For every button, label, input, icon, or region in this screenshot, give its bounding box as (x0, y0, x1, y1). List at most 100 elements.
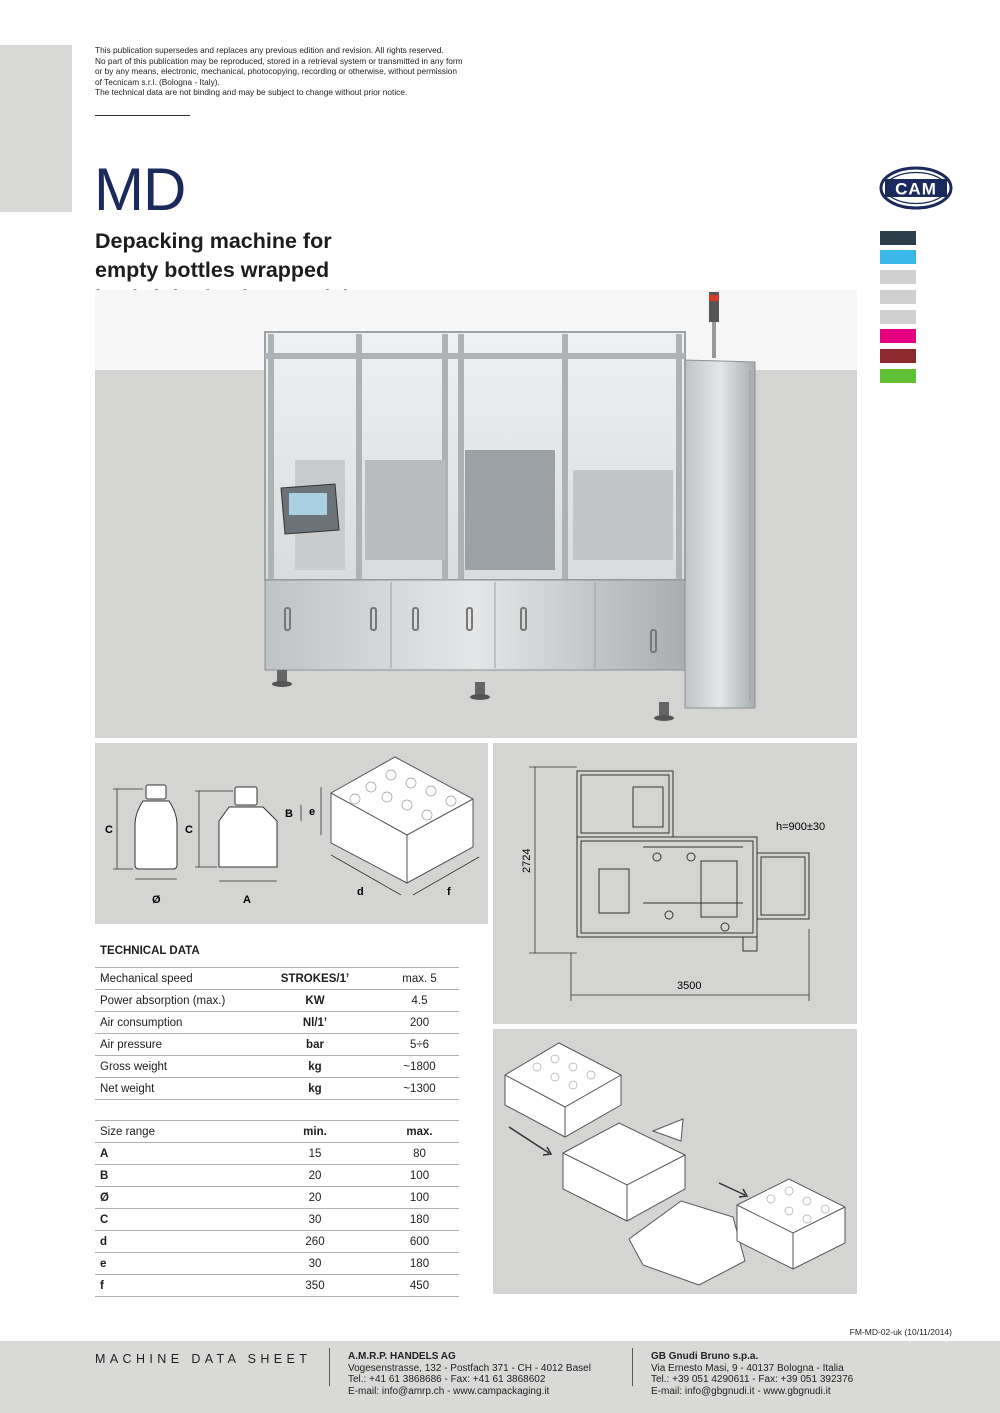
size-max: 180 (380, 1252, 459, 1275)
disclaimer-line: or by any means, electronic, mechanical,… (95, 66, 458, 77)
size-range-label: Size range (95, 1120, 250, 1143)
spec-value: max. 5 (380, 967, 459, 990)
dim-label: Ø (152, 894, 161, 906)
spec-value: 200 (380, 1011, 459, 1034)
size-max: 180 (380, 1208, 459, 1231)
spec-unit: kg (250, 1055, 380, 1078)
subtitle-line: Depacking machine for (95, 229, 332, 253)
size-label: B (95, 1164, 250, 1187)
model-title: MD (94, 156, 186, 223)
company-name: GB Gnudi Bruno s.p.a. (651, 1351, 759, 1362)
divider (95, 115, 190, 116)
subtitle-line: empty bottles wrapped (95, 257, 330, 282)
side-tab (0, 45, 72, 212)
footer (0, 1341, 1000, 1413)
opening-pack-icon (562, 1118, 686, 1222)
spec-value: ~1800 (380, 1055, 459, 1078)
size-min: 30 (250, 1252, 380, 1275)
spec-label: Air consumption (95, 1011, 250, 1034)
max-header: max. (380, 1120, 459, 1143)
color-swatch (880, 329, 916, 343)
size-max: 100 (380, 1164, 459, 1187)
dim-label: C (105, 824, 113, 836)
layout-outline (576, 770, 810, 952)
size-min: 15 (250, 1142, 380, 1165)
dim-label: B (285, 808, 293, 820)
color-swatch (880, 290, 916, 304)
disclaimer-line: The technical data are not binding and m… (95, 87, 408, 98)
color-swatch (880, 270, 916, 284)
spec-value: 5÷6 (380, 1033, 459, 1056)
shrink-pack-icon (330, 756, 474, 884)
color-swatch (880, 349, 916, 363)
address-line: Via Ernesto Masi, 9 - 40137 Bologna - It… (651, 1362, 844, 1374)
spec-unit: STROKES/1’ (250, 967, 380, 990)
round-bottle-icon (134, 784, 178, 870)
spec-value: 4.5 (380, 989, 459, 1012)
color-swatch (880, 369, 916, 383)
spec-label: Power absorption (max.) (95, 989, 250, 1012)
spec-label: Air pressure (95, 1033, 250, 1056)
company-name: A.M.R.P. HANDELS AG (348, 1351, 456, 1362)
footer-label: MACHINE DATA SHEET (95, 1352, 312, 1366)
size-max: 100 (380, 1186, 459, 1209)
footer-divider (632, 1348, 633, 1386)
size-label: A (95, 1142, 250, 1165)
disclaimer-line: No part of this publication may be repro… (95, 55, 463, 66)
size-label: f (95, 1274, 250, 1297)
size-label: d (95, 1230, 250, 1253)
layout-panel (493, 743, 857, 1024)
technical-data-title: TECHNICAL DATA (100, 945, 200, 957)
depacking-process-diagram (504, 1042, 846, 1286)
phone-line: Tel.: +39 051 4290611 - Fax: +39 051 392… (651, 1374, 854, 1386)
dim-label: d (357, 886, 364, 898)
min-header: min. (250, 1120, 380, 1143)
footer-divider (329, 1348, 330, 1386)
width-dimension: 3500 (677, 980, 701, 992)
size-label: Ø (95, 1186, 250, 1209)
spec-label: Net weight (95, 1077, 250, 1100)
disclaimer-line: This publication supersedes and replaces… (95, 45, 444, 55)
spec-unit: bar (250, 1033, 380, 1056)
disclaimer: This publication supersedes and replaces… (95, 45, 475, 98)
size-min: 30 (250, 1208, 380, 1231)
address-line: Vogesenstrasse, 132 - Postfach 371 - CH … (348, 1362, 591, 1374)
color-swatch (880, 310, 916, 324)
size-min: 350 (250, 1274, 380, 1297)
company-address: GB Gnudi Bruno s.p.a. Via Ernesto Masi, … (651, 1351, 853, 1397)
email-line: E-mail: info@amrp.ch - www.campackaging.… (348, 1385, 550, 1397)
spec-label: Mechanical speed (95, 967, 250, 990)
color-swatch (880, 231, 916, 245)
size-label: C (95, 1208, 250, 1231)
bottle-dimensions-diagram: C Ø C B A e d f (105, 756, 480, 906)
table-header-row: Size range min. max. (95, 1120, 459, 1143)
size-min: 20 (250, 1164, 380, 1187)
size-max: 450 (380, 1274, 459, 1297)
spec-unit: Nl/1’ (250, 1011, 380, 1034)
spec-unit: KW (250, 989, 380, 1012)
dim-label: e (309, 806, 315, 818)
machine-layout-drawing: 2724 3500 h=900±30 (521, 766, 825, 1001)
arrow-icon (718, 1182, 749, 1198)
size-min: 20 (250, 1186, 380, 1209)
film-icon (628, 1200, 746, 1286)
dim-label: A (243, 894, 251, 906)
email-line: E-mail: info@gbgnudi.it - www.gbgnudi.it (651, 1385, 831, 1397)
size-min: 260 (250, 1230, 380, 1253)
spec-unit: kg (250, 1077, 380, 1100)
dim-label: C (185, 824, 193, 836)
